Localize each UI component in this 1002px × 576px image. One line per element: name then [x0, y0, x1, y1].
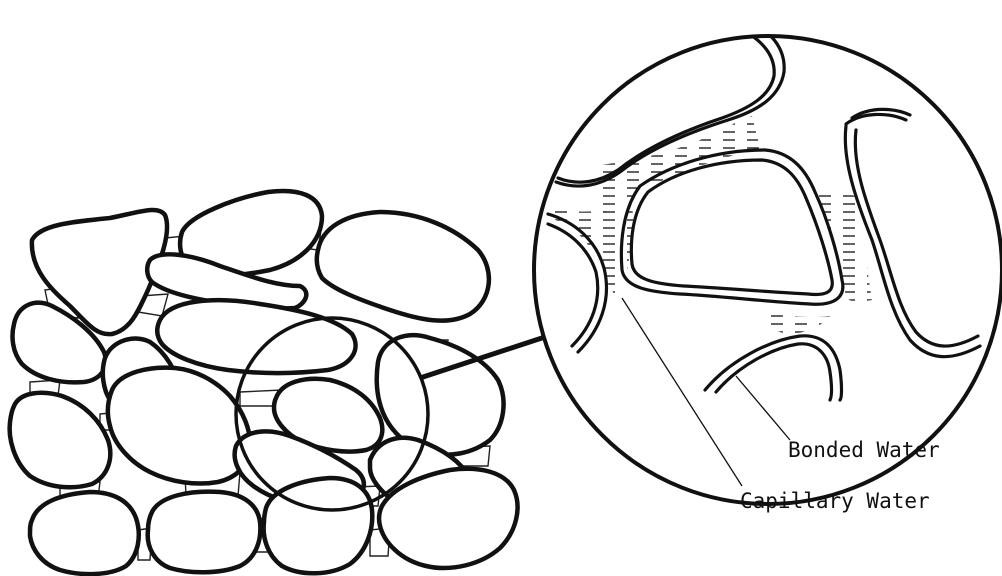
soil-sample — [10, 191, 518, 574]
capillary-water-label: Capillary Water — [740, 489, 930, 513]
soil-grains — [10, 191, 518, 574]
bonded-water-label: Bonded Water — [788, 438, 940, 462]
magnified-view — [534, 22, 1002, 504]
